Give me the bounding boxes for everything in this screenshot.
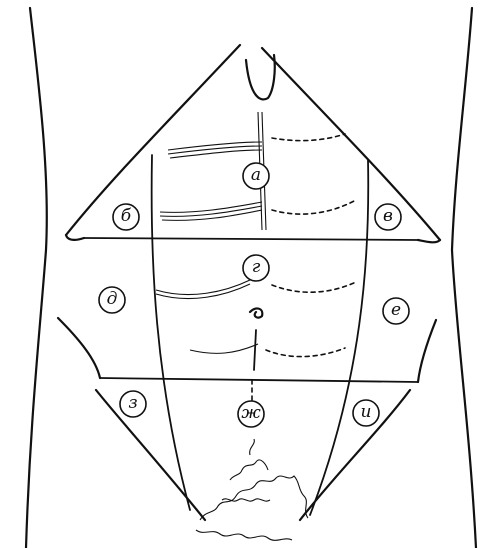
region-label-i: и	[353, 400, 379, 426]
region-label-v: в	[375, 204, 401, 230]
region-label-a: а	[243, 163, 269, 189]
left-flank-curve	[58, 318, 100, 378]
region-label-g: г	[243, 255, 269, 281]
region-label-v-text: в	[383, 206, 393, 226]
region-label-a-text: а	[251, 165, 261, 185]
left-vertical-line	[152, 155, 190, 510]
region-label-e-text: е	[391, 300, 401, 320]
region-label-d-text: д	[107, 289, 118, 309]
left-groin-curve	[96, 390, 205, 520]
left-muscle-hatching	[156, 112, 266, 353]
region-label-d: д	[99, 287, 125, 313]
linea-alba	[254, 330, 256, 370]
region-label-zh-text: ж	[241, 403, 261, 423]
region-label-e: е	[383, 298, 409, 324]
lower-horizontal-line	[100, 378, 418, 382]
navel	[250, 309, 262, 318]
left-torso-outline	[26, 8, 47, 548]
region-label-i-text: и	[361, 402, 372, 422]
right-vertical-line	[310, 160, 368, 515]
right-rib-margin	[418, 240, 440, 242]
right-flank-curve	[418, 320, 436, 382]
left-rib-margin	[66, 235, 84, 240]
pubic-hair	[196, 439, 308, 540]
sternal-notch	[246, 55, 275, 99]
region-label-b-text: б	[121, 206, 132, 226]
right-torso-outline	[452, 8, 476, 548]
region-label-z-text: з	[128, 393, 137, 413]
region-label-g-text: г	[252, 257, 261, 277]
region-label-zh: ж	[238, 401, 264, 427]
region-label-b: б	[113, 204, 139, 230]
region-label-z: з	[120, 391, 146, 417]
